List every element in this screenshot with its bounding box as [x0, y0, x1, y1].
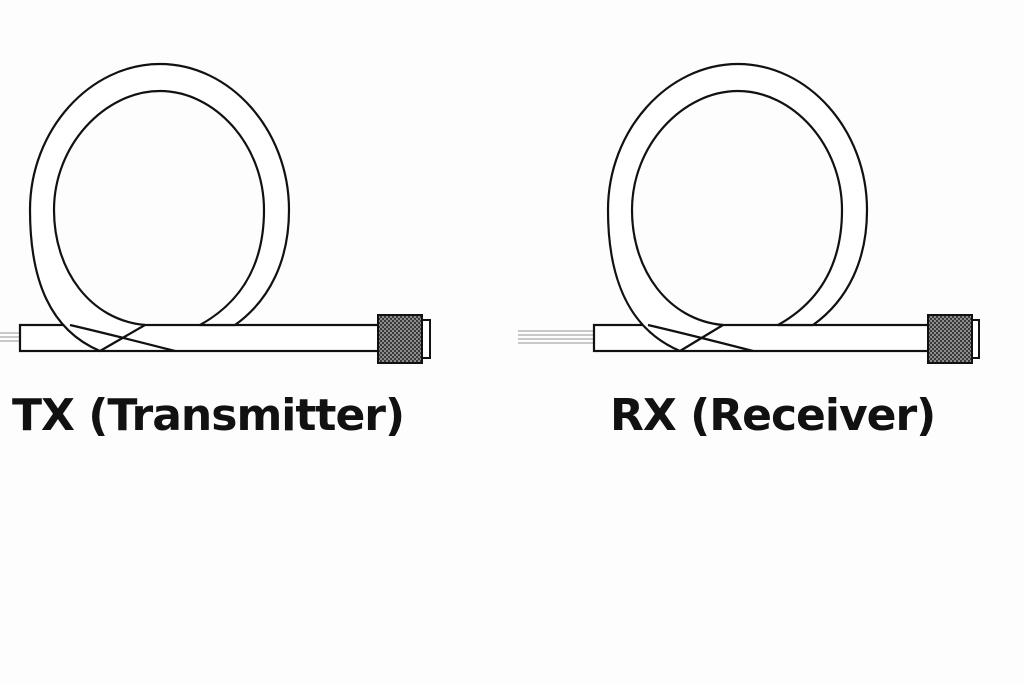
tx-label: TX (Transmitter)	[12, 390, 405, 441]
tx-bare-fibers	[0, 332, 20, 342]
rx-bare-fibers	[518, 330, 594, 344]
rx-cable-loop-join	[647, 323, 754, 353]
tx-cable-loop-join	[69, 323, 176, 353]
rx-cable-assembly	[518, 62, 980, 364]
rx-connector-body	[927, 314, 973, 364]
rx-label: RX (Receiver)	[610, 390, 936, 441]
tx-cable-assembly	[0, 62, 431, 364]
tx-connector-body	[377, 314, 423, 364]
tx-cable-loop	[28, 62, 291, 353]
tx-connector-cap	[421, 319, 431, 359]
rx-cable-straight	[592, 323, 932, 353]
rx-connector-cap	[971, 319, 980, 359]
rx-cable-loop	[606, 62, 869, 353]
